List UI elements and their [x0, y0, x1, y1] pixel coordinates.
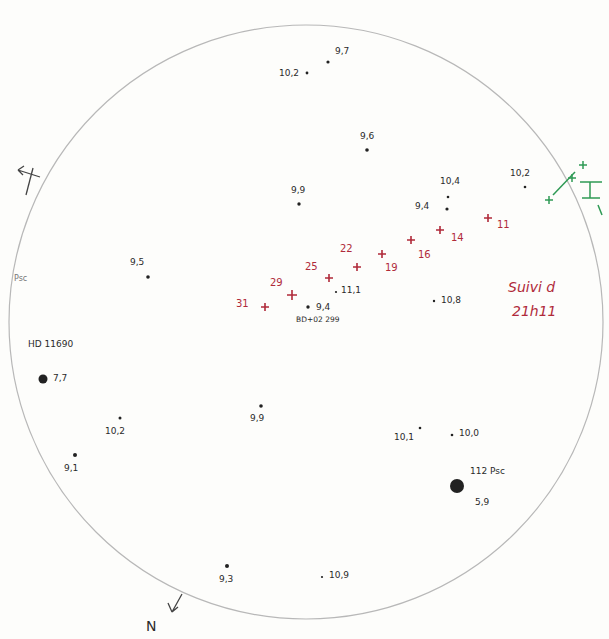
- magnitude-label: 10,2: [105, 427, 125, 437]
- magnitude-label: 9,9: [291, 186, 305, 196]
- track-number: 31: [236, 298, 249, 309]
- track-number: 29: [270, 277, 283, 288]
- tracking-note: Suivi d: [508, 280, 555, 295]
- tracking-note: 21h11: [512, 304, 557, 319]
- green-marks: [545, 161, 602, 215]
- magnitude-label: 9,7: [335, 47, 349, 57]
- track-number: 25: [305, 261, 318, 272]
- magnitude-label: 10,9: [329, 571, 349, 581]
- magnitude-label: 10,4: [440, 177, 460, 187]
- track-number: 19: [385, 262, 398, 273]
- track-number: 22: [340, 243, 353, 254]
- track-crosses: [261, 214, 492, 311]
- magnitude-label: 9,9: [250, 414, 264, 424]
- north-label: N: [146, 619, 156, 634]
- field-circle: [9, 25, 603, 619]
- magnitude-label: 9,6: [360, 132, 374, 142]
- magnitude-label: 9,5: [130, 258, 144, 268]
- orientation-arrows: [18, 166, 182, 612]
- magnitude-label: HD 11690: [28, 340, 73, 350]
- track-number: 16: [418, 249, 431, 260]
- magnitude-label: 10,0: [459, 429, 479, 439]
- track-number: 14: [451, 232, 464, 243]
- track-number: 11: [497, 219, 510, 230]
- magnitude-label: 10,8: [441, 296, 461, 306]
- magnitude-label: 5,9: [475, 498, 489, 508]
- magnitude-label: 112 Psc: [470, 467, 505, 477]
- magnitude-label: 11,1: [341, 286, 361, 296]
- magnitude-label: 9,4: [415, 202, 429, 212]
- stars: [39, 60, 527, 578]
- constellation-label: Psc: [14, 275, 27, 284]
- magnitude-label: 10,2: [279, 69, 299, 79]
- magnitude-label: 10,1: [394, 433, 414, 443]
- magnitude-label: 7,7: [53, 374, 67, 384]
- magnitude-label: 10,2: [510, 169, 530, 179]
- magnitude-label: 9,4: [316, 303, 330, 313]
- magnitude-label: 9,3: [219, 575, 233, 585]
- star-designation: BD+02 299: [296, 316, 339, 324]
- magnitude-label: 9,1: [64, 464, 78, 474]
